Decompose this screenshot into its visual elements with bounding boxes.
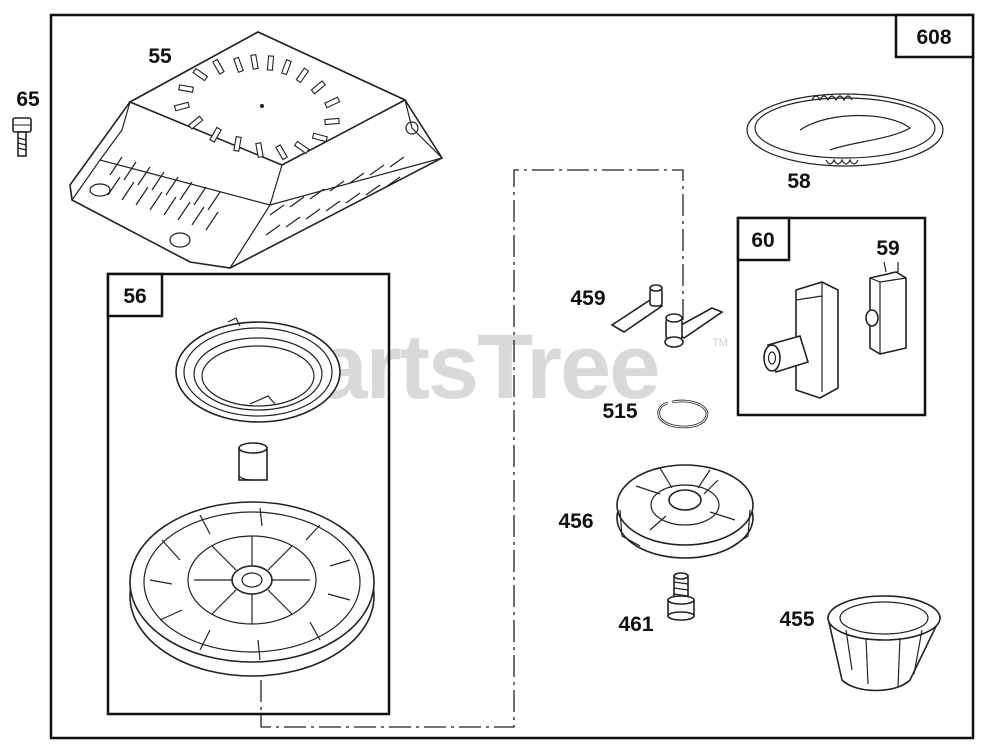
starter-cup-part[interactable] [826,595,942,692]
ratchet-screw-part[interactable] [667,572,695,621]
part-label-515: 515 [602,400,637,423]
part-label-456: 456 [558,510,593,533]
starter-rope-part[interactable] [746,93,944,167]
blower-housing-part[interactable] [69,31,444,269]
ratchet-part[interactable] [616,464,754,559]
part-label-58: 58 [787,170,811,193]
kit-56-box: 56 [106,272,391,716]
kit-56-label: 56 [123,285,146,308]
handle-insert-part[interactable] [865,261,907,355]
kit-60-box: 60 [736,216,927,417]
part-label-455: 455 [779,608,814,631]
assembly-label: 608 [916,26,951,49]
watermark-trademark: TM [712,337,728,349]
rewind-spring-part[interactable] [175,317,341,423]
kit-60-label: 60 [751,229,774,252]
bolt-part[interactable] [12,117,32,157]
connector-line [260,169,684,728]
assembly-label-box: 608 [894,13,975,59]
part-label-65: 65 [16,88,40,111]
part-label-55: 55 [148,45,172,68]
diagram-frame [49,13,975,740]
part-label-461: 461 [618,613,653,636]
spring-pin-part[interactable] [238,442,268,481]
starter-handle-part[interactable] [763,281,839,399]
part-label-459: 459 [570,287,605,310]
retainer-ring-part[interactable] [657,399,709,429]
ratchet-dog-part[interactable] [610,284,724,348]
part-label-59: 59 [876,237,899,260]
starter-pulley-part[interactable] [129,501,375,677]
